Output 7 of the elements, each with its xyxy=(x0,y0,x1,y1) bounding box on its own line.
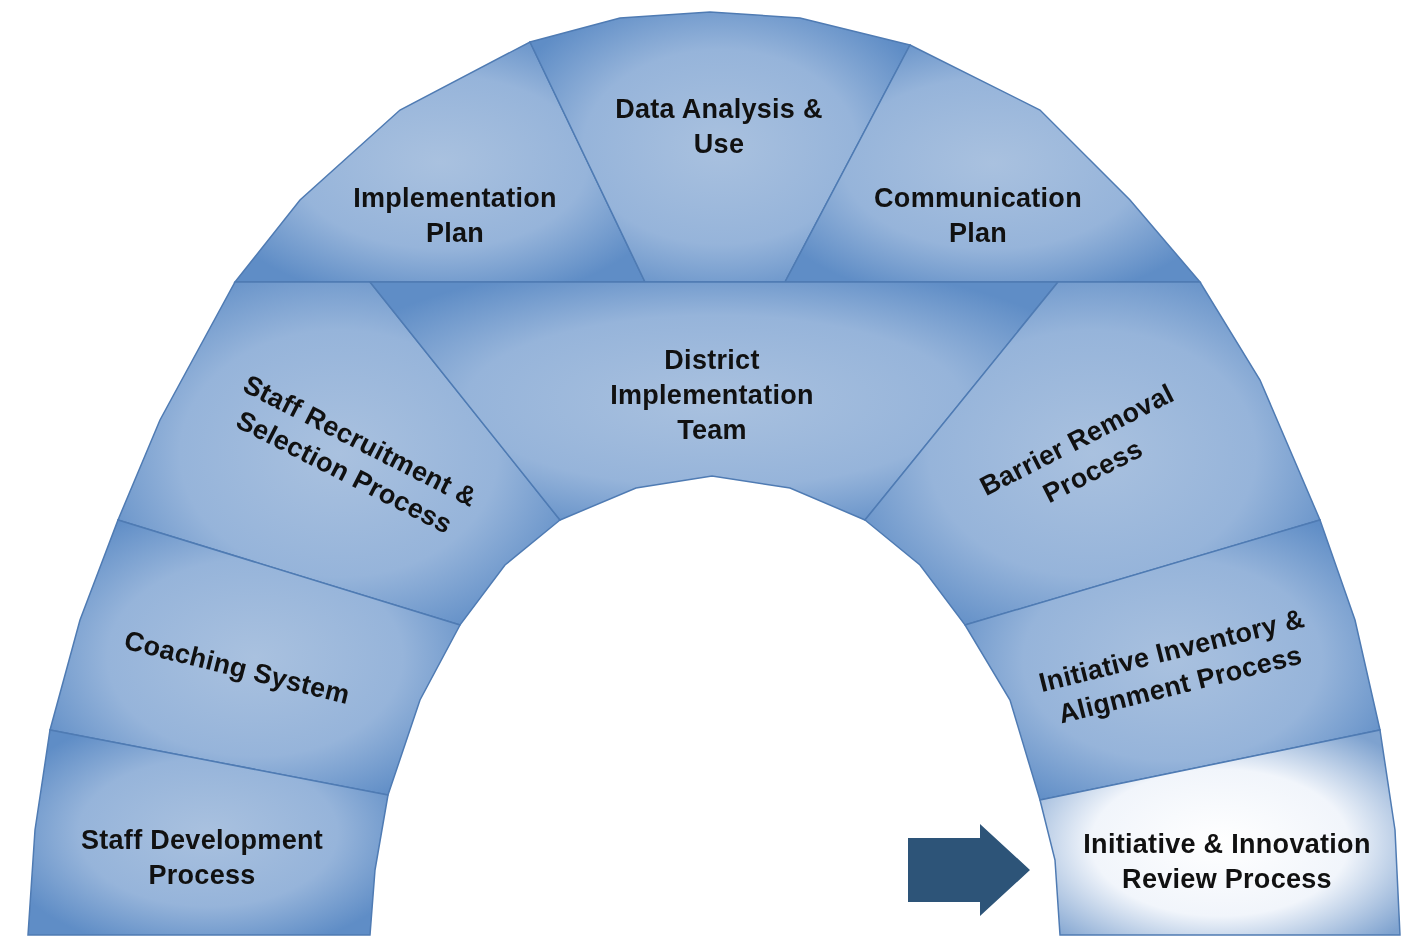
segment-label: Data Analysis & Use xyxy=(614,93,824,161)
segment-label: Communication Plan xyxy=(873,182,1083,250)
segment-label: Staff Development Process xyxy=(79,824,325,892)
segment-label: Initiative & Innovation Review Process xyxy=(1082,828,1372,896)
segment-label: Implementation Plan xyxy=(352,182,558,250)
block-arrow xyxy=(908,824,1030,916)
segment-label: District Implementation Team xyxy=(609,343,815,447)
